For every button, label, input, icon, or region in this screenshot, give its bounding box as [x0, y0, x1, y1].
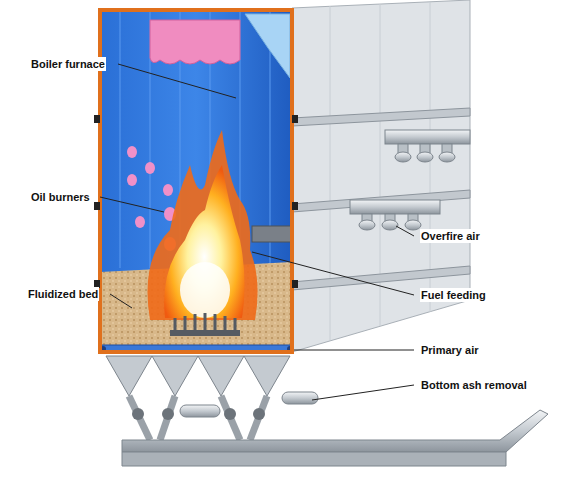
leader-line: [118, 64, 236, 98]
support-beam: [292, 108, 470, 126]
cyclone-outlet: [245, 14, 290, 78]
part-label: Bottom ash removal: [420, 378, 528, 392]
overfire-air-duct: [359, 220, 375, 230]
fuel-feeder: [252, 226, 292, 242]
overfire-air-duct: [385, 130, 470, 144]
ash-pipe: [282, 392, 318, 404]
ash-hopper: [106, 356, 290, 396]
oil-burner-port: [127, 146, 137, 158]
side-wall: [330, 6, 331, 340]
furnace-front: [100, 10, 292, 352]
ash-pipe: [132, 408, 144, 420]
ash-conveyor: [122, 410, 548, 452]
part-label: Boiler furnace: [30, 57, 106, 71]
air-grate: [224, 316, 227, 330]
superheater: [150, 20, 240, 64]
ash-conveyor: [122, 410, 548, 466]
flame: [180, 262, 230, 318]
air-grate: [194, 314, 197, 330]
overfire-air-duct: [350, 130, 470, 230]
part-label: Primary air: [420, 343, 479, 357]
leader-line: [294, 350, 414, 351]
furnace-outline: [292, 115, 298, 123]
ash-hopper: [152, 356, 198, 396]
furnace-outline: [100, 10, 292, 352]
leader-line: [252, 252, 414, 295]
ash-pipe: [221, 396, 240, 440]
ash-pipe: [253, 408, 265, 420]
oil-burner-port: [163, 184, 173, 196]
flame: [148, 130, 258, 320]
air-grate: [204, 313, 207, 330]
part-label: Fluidized bed: [27, 287, 99, 301]
overfire-air-duct: [395, 152, 411, 162]
furnace-outline: [292, 202, 298, 210]
furnace-outline: [94, 115, 100, 123]
ash-pipe: [224, 408, 236, 420]
furnace-outline: [292, 280, 298, 288]
air-grate: [184, 316, 187, 330]
oil-burner-port: [127, 174, 137, 186]
ash-pipe: [160, 396, 175, 440]
oil-burner-port: [135, 216, 145, 228]
cyclone-outlet: [245, 14, 290, 78]
fluidized-bed: [100, 262, 292, 350]
ash-pipe: [129, 396, 150, 440]
ash-pipe: [162, 408, 174, 420]
furnace-outline: [94, 202, 100, 210]
ash-pipe: [250, 396, 267, 440]
ash-conveyor: [122, 452, 506, 466]
superheater: [150, 20, 240, 64]
air-grate: [234, 318, 237, 330]
leader-line: [312, 385, 414, 400]
air-grate: [170, 330, 240, 336]
part-label: Overfire air: [420, 229, 481, 243]
overfire-air-duct: [382, 220, 398, 230]
flame: [164, 165, 244, 318]
overfire-air-duct: [439, 152, 455, 162]
ash-pipe: [129, 392, 318, 440]
fluidized-bed: [100, 262, 292, 350]
leader-line: [100, 64, 414, 400]
part-label: Fuel feeding: [420, 288, 487, 302]
ash-pipe: [180, 405, 220, 417]
leader-line: [396, 226, 414, 236]
air-grate: [170, 313, 240, 336]
overfire-air-duct: [417, 152, 433, 162]
furnace-front: [120, 12, 121, 268]
leader-line: [100, 197, 164, 212]
air-grate: [214, 314, 217, 330]
leader-line: [110, 294, 132, 308]
air-grate: [174, 318, 177, 330]
fuel-feeder: [252, 226, 292, 242]
oil-burner-port: [145, 162, 155, 174]
ash-hopper: [198, 356, 244, 396]
flame: [148, 130, 258, 320]
ash-hopper: [244, 356, 290, 396]
overfire-air-duct: [405, 220, 421, 230]
support-beam: [292, 108, 470, 290]
overfire-air-duct: [350, 200, 440, 214]
part-label: Oil burners: [30, 190, 91, 204]
ash-hopper: [106, 356, 152, 396]
furnace-outline: [94, 10, 298, 352]
furnace-front: [100, 10, 292, 352]
